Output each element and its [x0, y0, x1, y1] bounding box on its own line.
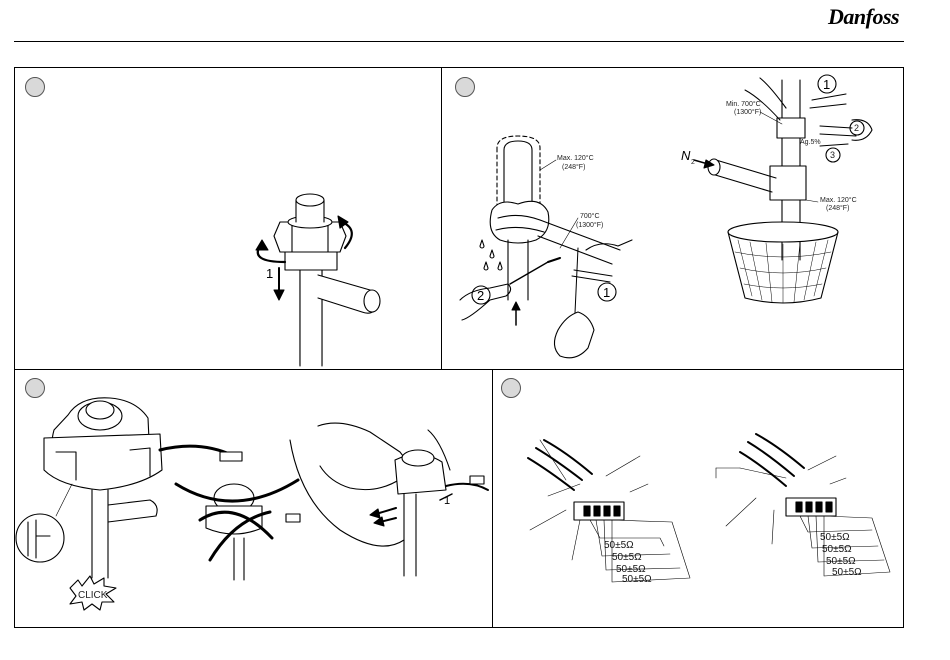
min-temp-f-label: (1300°F)	[734, 108, 761, 116]
resistance-left-1: 50±5Ω	[604, 540, 634, 551]
step-label-1: 1	[603, 285, 610, 300]
cable-resistance-illustration: 50±5Ω 50±5Ω 50±5Ω 50±5Ω 50±5Ω 50±5Ω 50±5…	[528, 434, 890, 585]
ag-label: Ag.5%	[800, 139, 821, 146]
resistance-right-3: 50±5Ω	[826, 556, 856, 567]
resistance-right-1: 50±5Ω	[820, 532, 850, 543]
min-temp-label: Min. 700°C	[726, 100, 761, 108]
resistance-left-2: 50±5Ω	[612, 552, 642, 563]
max-temp-f-label: (248°F)	[562, 163, 585, 171]
resistance-left-4: 50±5Ω	[622, 574, 652, 585]
step-label-3: 3	[830, 150, 835, 160]
step-label-1: 1	[823, 77, 830, 92]
actuator-mount-illustration: CLICK 1	[16, 398, 488, 610]
braze-temp-f-label: (1300°F)	[576, 221, 603, 229]
resistance-right-4: 50±5Ω	[832, 567, 862, 578]
valve-illustration: 1	[256, 194, 380, 366]
resistance-right-2: 50±5Ω	[822, 544, 852, 555]
step-label-2: 2	[854, 123, 859, 133]
brazing-cloth-illustration: 1 2 Max. 120°C (248°F) 700°C (1300°F)	[460, 136, 632, 358]
max-temp-label: Max. 120°C	[557, 154, 594, 162]
rotation-step-label: 1	[266, 266, 273, 281]
click-label: CLICK	[78, 590, 108, 601]
nitrogen-brazing-illustration: N 2 1 2 3 Min. 700°C (1300°F) Ag.5% Max.…	[681, 75, 872, 303]
max-temp-label: Max. 120°C	[820, 196, 857, 204]
push-step-label: 1	[444, 495, 450, 507]
gas-subscript: 2	[691, 159, 695, 166]
step-label-2: 2	[477, 288, 484, 303]
braze-temp-label: 700°C	[580, 212, 600, 220]
gas-label: N	[681, 148, 691, 163]
max-temp-f-label: (248°F)	[826, 204, 849, 212]
